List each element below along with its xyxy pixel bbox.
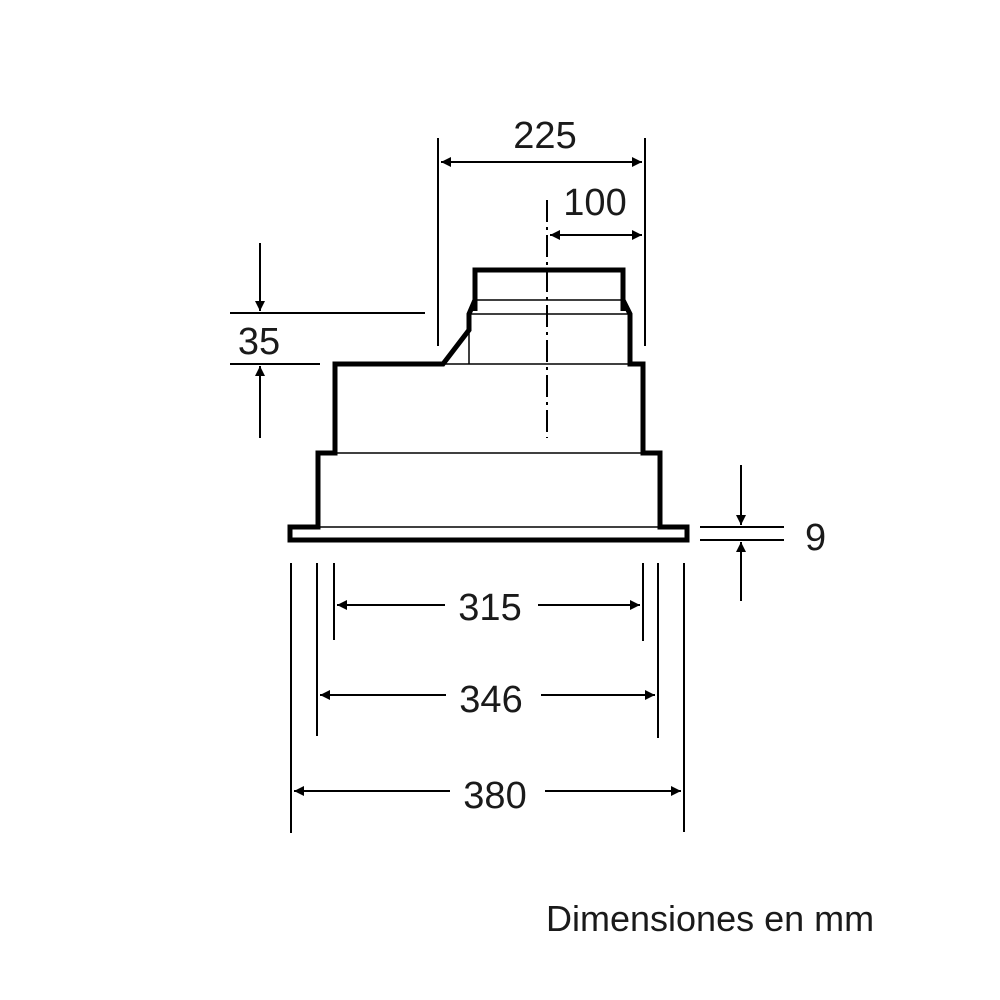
dim-225-label: 225 bbox=[513, 115, 576, 157]
duct-collar bbox=[472, 267, 626, 311]
dim-100-label: 100 bbox=[563, 182, 626, 224]
dim-9 bbox=[700, 465, 784, 601]
dim-9-label: 9 bbox=[805, 517, 826, 559]
hood-outline bbox=[287, 267, 690, 543]
width-extension-lines bbox=[290, 563, 685, 833]
dim-380-label: 380 bbox=[463, 775, 526, 817]
dim-225 bbox=[437, 138, 646, 346]
dim-315-label: 315 bbox=[458, 587, 521, 629]
dim-35 bbox=[230, 243, 425, 438]
dim-346-label: 346 bbox=[459, 679, 522, 721]
dim-35-label: 35 bbox=[238, 321, 280, 363]
units-caption: Dimensiones en mm bbox=[546, 898, 875, 939]
duct-taper bbox=[287, 298, 690, 543]
